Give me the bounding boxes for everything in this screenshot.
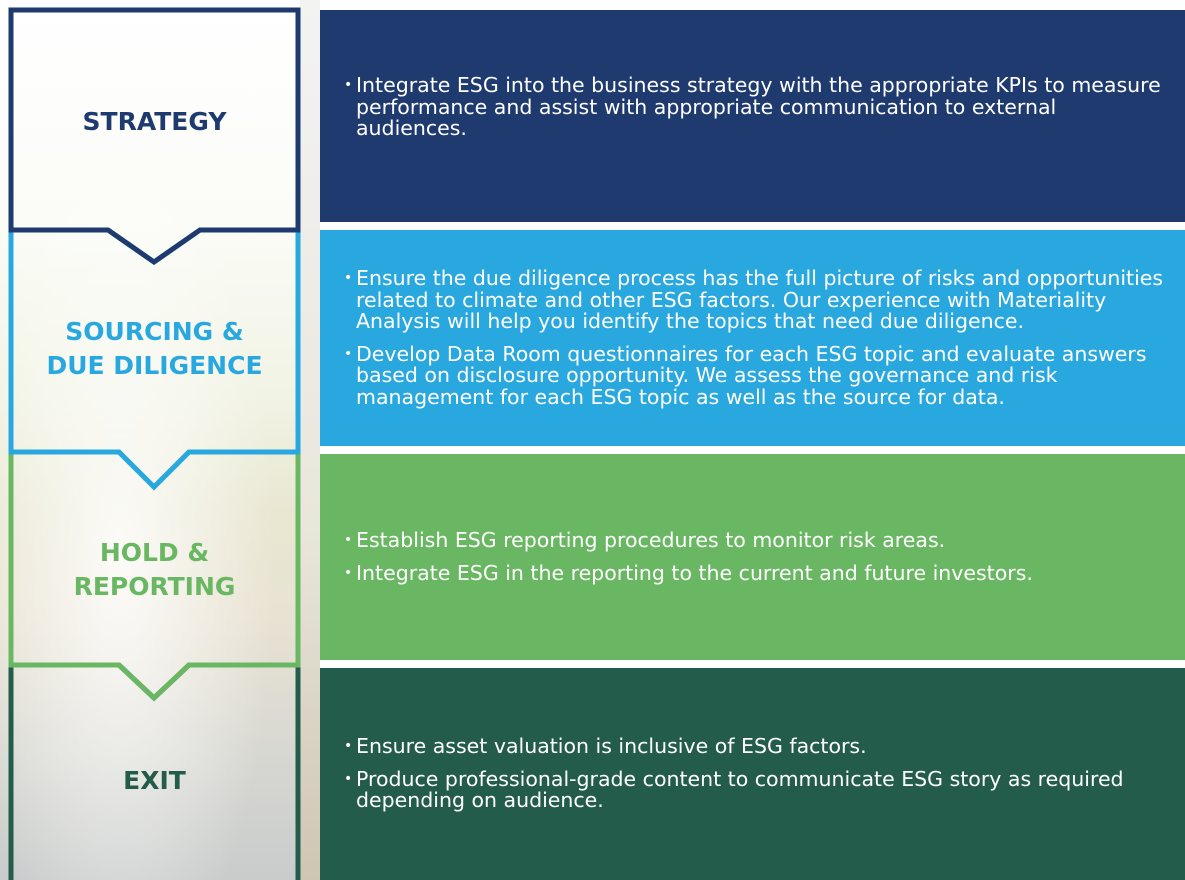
sourcing-bullet-list: Ensure the due diligence process has the… — [344, 267, 1165, 409]
exit-bullet: Ensure asset valuation is inclusive of E… — [344, 736, 1165, 758]
hold-bullet: Integrate ESG in the reporting to the cu… — [344, 562, 1165, 585]
background-photo-strip — [300, 0, 320, 880]
sourcing-bullet: Ensure the due diligence process has the… — [344, 267, 1165, 333]
sourcing-bullet: Develop Data Room questionnaires for eac… — [344, 343, 1165, 409]
hold-panel: Establish ESG reporting procedures to mo… — [320, 454, 1185, 660]
sourcing-panel: Ensure the due diligence process has the… — [320, 230, 1185, 446]
hold-bullet-list: Establish ESG reporting procedures to mo… — [344, 529, 1165, 585]
strategy-stage-outline — [8, 7, 301, 266]
strategy-stage-label: STRATEGY — [82, 107, 227, 136]
strategy-panel: Integrate ESG into the business strategy… — [320, 10, 1185, 222]
exit-panel: Ensure asset valuation is inclusive of E… — [320, 668, 1185, 880]
exit-bullet-list: Ensure asset valuation is inclusive of E… — [344, 736, 1165, 812]
hold-bullet: Establish ESG reporting procedures to mo… — [344, 529, 1165, 552]
background-photo — [0, 0, 320, 880]
strategy-bullet: Integrate ESG into the business strategy… — [344, 74, 1165, 140]
sourcing-stage-label: SOURCING & DUE DILIGENCE — [46, 317, 263, 380]
hold-stage-label: HOLD & REPORTING — [73, 538, 236, 601]
stage-outline-graphic — [8, 7, 301, 880]
strategy-bullet-list: Integrate ESG into the business strategy… — [344, 74, 1165, 140]
exit-stage-label: EXIT — [123, 766, 186, 795]
exit-bullet: Produce professional-grade content to co… — [344, 768, 1165, 812]
